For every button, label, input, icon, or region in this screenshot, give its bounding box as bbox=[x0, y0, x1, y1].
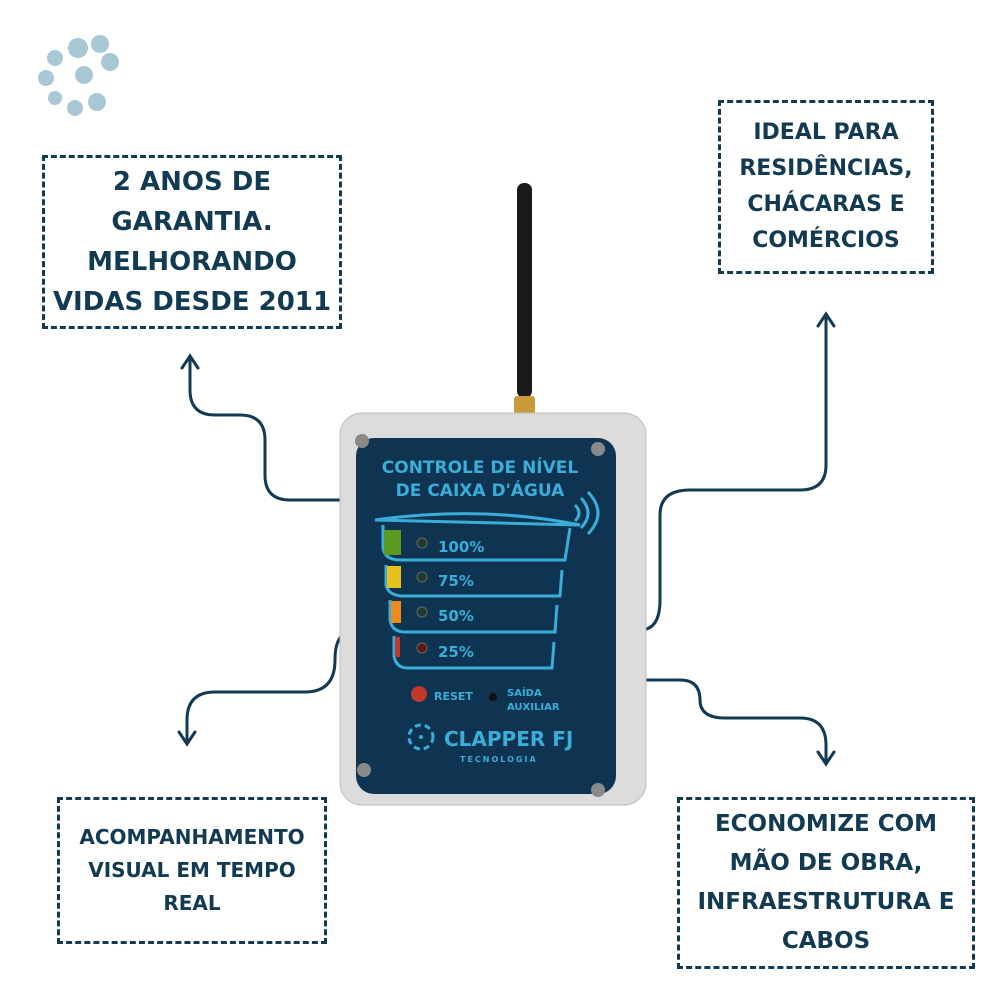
connector-lines bbox=[177, 311, 836, 767]
level-50: 50% bbox=[438, 607, 474, 625]
level-25: 25% bbox=[438, 643, 474, 661]
level-75: 75% bbox=[438, 572, 474, 590]
panel-title-2: DE CAIXA D'ÁGUA bbox=[396, 479, 565, 501]
aux-label-1: SAÍDA bbox=[507, 686, 542, 699]
level-100: 100% bbox=[438, 538, 484, 556]
callout-visual: Acompanhamento visual em tempo real bbox=[57, 797, 327, 944]
callout-ideal: Ideal para residências, chácaras e comér… bbox=[718, 100, 934, 274]
aux-label-2: AUXILIAR bbox=[507, 702, 560, 713]
brand-name: CLAPPER FJ bbox=[444, 727, 573, 751]
wifi-icon bbox=[573, 490, 600, 536]
reset-label: RESET bbox=[434, 690, 473, 703]
antenna bbox=[514, 183, 535, 422]
callout-economize: Economize com mão de obra, infraestrutur… bbox=[677, 797, 975, 969]
reset-button[interactable] bbox=[411, 686, 427, 702]
brand-icon bbox=[407, 723, 435, 751]
panel-title-1: CONTROLE DE NÍVEL bbox=[382, 456, 579, 478]
brand-sub: TECNOLOGIA bbox=[460, 755, 538, 764]
device-panel bbox=[356, 438, 616, 794]
callout-warranty: 2 anos de garantia. melhorando vidas des… bbox=[42, 155, 342, 329]
tank-icon bbox=[374, 512, 581, 670]
